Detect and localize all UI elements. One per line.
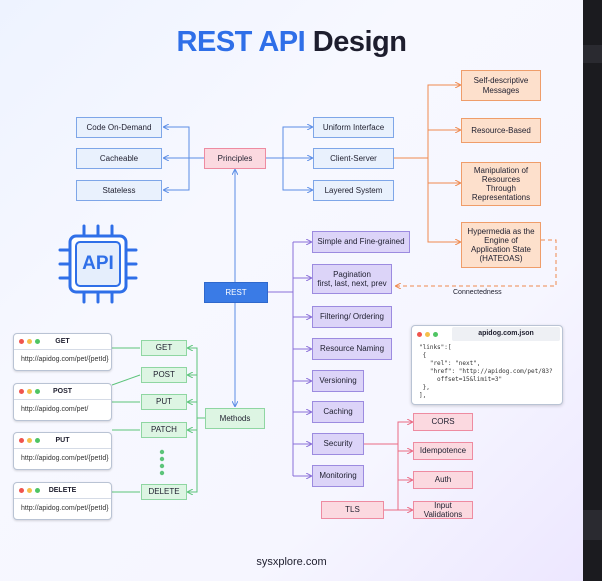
method-tag-delete: DELETE <box>141 484 187 500</box>
maximize-dot-icon <box>35 389 40 394</box>
request-url: http://apidog.com/pet/{petId} <box>21 455 109 462</box>
close-dot-icon <box>19 389 24 394</box>
json-window-title: apidog.com.json <box>452 327 560 341</box>
api-chip-icon: API <box>56 222 140 306</box>
method-tag-get: GET <box>141 340 187 356</box>
topic-caching: Caching <box>312 401 364 423</box>
principle-cacheable: Cacheable <box>76 148 162 169</box>
request-method: PUT <box>55 437 70 444</box>
uniform-manipulation: Manipulation of Resources Through Repres… <box>461 162 541 206</box>
topic-filtering-ordering: Filtering/ Ordering <box>312 306 392 328</box>
maximize-dot-icon <box>35 488 40 493</box>
topic-security: Security <box>312 433 364 455</box>
close-dot-icon <box>19 438 24 443</box>
page-title: REST API Design <box>0 26 583 59</box>
uniform-resource-based: Resource-Based <box>461 118 541 143</box>
request-window-delete: DELETE http://apidog.com/pet/{petId} <box>13 482 112 520</box>
topic-pagination-sub: first, last, next, prev <box>317 279 387 288</box>
uniform-self-descriptive: Self-descriptive Messages <box>461 70 541 101</box>
method-tag-post: POST <box>141 367 187 383</box>
request-window-post: POST http://apidog.com/pet/ <box>13 383 112 421</box>
security-input-validations: Input Validations <box>413 501 473 519</box>
request-window-get: GET http://apidog.com/pet/{petId} <box>13 333 112 371</box>
principle-stateless: Stateless <box>76 180 162 201</box>
principles-node: Principles <box>204 148 266 169</box>
principle-code-on-demand: Code On-Demand <box>76 117 162 138</box>
topic-pagination: Pagination first, last, next, prev <box>312 264 392 294</box>
methods-node: Methods <box>205 408 265 429</box>
topic-resource-naming: Resource Naming <box>312 338 392 360</box>
topic-simple-fine-grained: Simple and Fine-grained <box>312 231 410 253</box>
topic-monitoring: Monitoring <box>312 465 364 487</box>
minimize-dot-icon <box>425 331 430 337</box>
json-code: "links":[ { "rel": "next", "href": "http… <box>419 344 553 399</box>
method-tag-patch: PATCH <box>141 422 187 438</box>
close-dot-icon <box>19 488 24 493</box>
rest-node: REST <box>204 282 268 303</box>
api-chip-label: API <box>82 253 114 274</box>
json-example-window: apidog.com.json "links":[ { "rel": "next… <box>411 325 563 405</box>
request-window-put: PUT http://apidog.com/pet/{petId} <box>13 432 112 470</box>
minimize-dot-icon <box>27 438 32 443</box>
side-strip <box>583 0 602 581</box>
maximize-dot-icon <box>433 331 438 337</box>
request-method: DELETE <box>48 487 77 494</box>
method-tag-put: PUT <box>141 394 187 410</box>
principle-layered-system: Layered System <box>313 180 394 201</box>
close-dot-icon <box>19 339 24 344</box>
close-dot-icon <box>417 331 422 337</box>
json-window-titlebar: apidog.com.json <box>412 326 562 342</box>
request-url: http://apidog.com/pet/{petId} <box>21 505 109 512</box>
uniform-hateoas: Hypermedia as the Engine of Application … <box>461 222 541 268</box>
security-cors: CORS <box>413 413 473 431</box>
security-auth: Auth <box>413 471 473 489</box>
minimize-dot-icon <box>27 389 32 394</box>
maximize-dot-icon <box>35 438 40 443</box>
footer-credit: sysxplore.com <box>256 556 327 568</box>
request-url: http://apidog.com/pet/{petId} <box>21 356 109 363</box>
connectedness-label: Connectedness <box>453 289 502 296</box>
request-method: GET <box>55 338 70 345</box>
topic-pagination-title: Pagination <box>333 269 371 279</box>
principle-uniform-interface: Uniform Interface <box>313 117 394 138</box>
maximize-dot-icon <box>35 339 40 344</box>
security-idempotence: Idempotence <box>413 442 473 460</box>
minimize-dot-icon <box>27 339 32 344</box>
request-method: POST <box>52 388 73 395</box>
security-tls: TLS <box>321 501 384 519</box>
principle-client-server: Client-Server <box>313 148 394 169</box>
title-rest: Design <box>312 26 407 58</box>
title-accent: REST API <box>176 26 306 58</box>
request-url: http://apidog.com/pet/ <box>21 406 89 413</box>
topic-versioning: Versioning <box>312 370 364 392</box>
minimize-dot-icon <box>27 488 32 493</box>
